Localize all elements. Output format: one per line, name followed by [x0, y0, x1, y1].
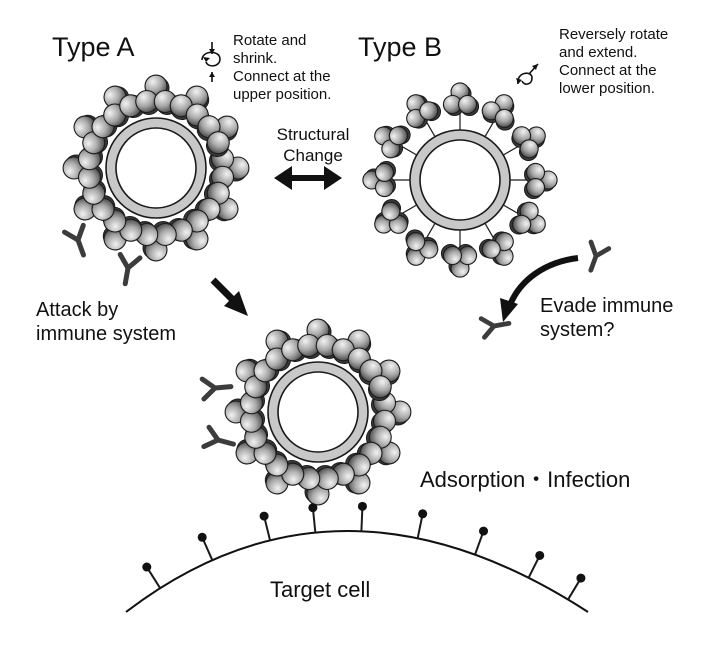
antibody-icon [588, 239, 612, 273]
cell-receptor [197, 532, 214, 561]
target-cell-label: Target cell [270, 577, 371, 602]
spike-protein [194, 181, 239, 222]
spike-protein [406, 94, 442, 129]
spike-protein [62, 145, 103, 189]
antibody-icon [478, 316, 512, 340]
capsid-ring [268, 362, 368, 462]
cell-receptor [308, 503, 318, 533]
cell-receptor [527, 550, 545, 579]
reverse-rotate-extend-icon [516, 63, 539, 85]
adsorption-infection-label: Adsorption・Infection [420, 467, 631, 492]
antibody-icon [117, 251, 143, 287]
evade-curved-arrow [500, 255, 579, 322]
spike-protein [356, 425, 401, 466]
spike-protein [358, 359, 401, 401]
antibodies [61, 222, 612, 450]
type-b-title: Type B [358, 32, 443, 62]
cell-receptor [567, 573, 586, 601]
spike-protein [481, 94, 515, 131]
antibody-icon [61, 222, 86, 258]
virus-type-b [362, 82, 558, 278]
spike-protein [478, 231, 514, 266]
virus-adsorbing [224, 318, 412, 506]
type-b-description: Reversely rotate and extend. Connect at … [559, 26, 669, 97]
cell-receptor [142, 562, 162, 589]
cell-receptor [474, 526, 489, 555]
evade-label: Evade immune system? [540, 295, 674, 341]
structural-change-double-arrow [274, 166, 342, 190]
spike-protein [235, 423, 278, 465]
spike-protein [196, 115, 239, 157]
antibody-icon [199, 376, 234, 402]
structural-change-label: Structural Change [276, 125, 350, 165]
spike-protein [374, 198, 409, 234]
spike-protein [374, 125, 411, 159]
spike-protein [509, 201, 546, 235]
attack-down-arrow [210, 277, 248, 316]
spike-protein [524, 162, 558, 200]
cell-receptor [259, 511, 272, 541]
type-a-title: Type A [52, 32, 135, 62]
antibody-icon [201, 424, 236, 450]
type-a-description: Rotate and shrink. Connect at the upper … [233, 32, 332, 103]
capsid-ring [106, 118, 206, 218]
capsid-ring [410, 130, 510, 230]
target-cell [125, 501, 589, 613]
spike-protein [135, 74, 179, 115]
cell-receptor [416, 509, 428, 539]
attack-label: Attack by immune system [36, 299, 177, 345]
rotate-shrink-icon [201, 42, 221, 82]
spike-protein [405, 229, 439, 266]
spike-protein [511, 126, 546, 162]
virus-type-a [62, 74, 250, 262]
spike-protein [73, 179, 116, 221]
cell-receptor [357, 501, 367, 532]
spike-protein [442, 82, 480, 116]
spike-protein [440, 244, 478, 278]
spike-protein [362, 160, 396, 198]
